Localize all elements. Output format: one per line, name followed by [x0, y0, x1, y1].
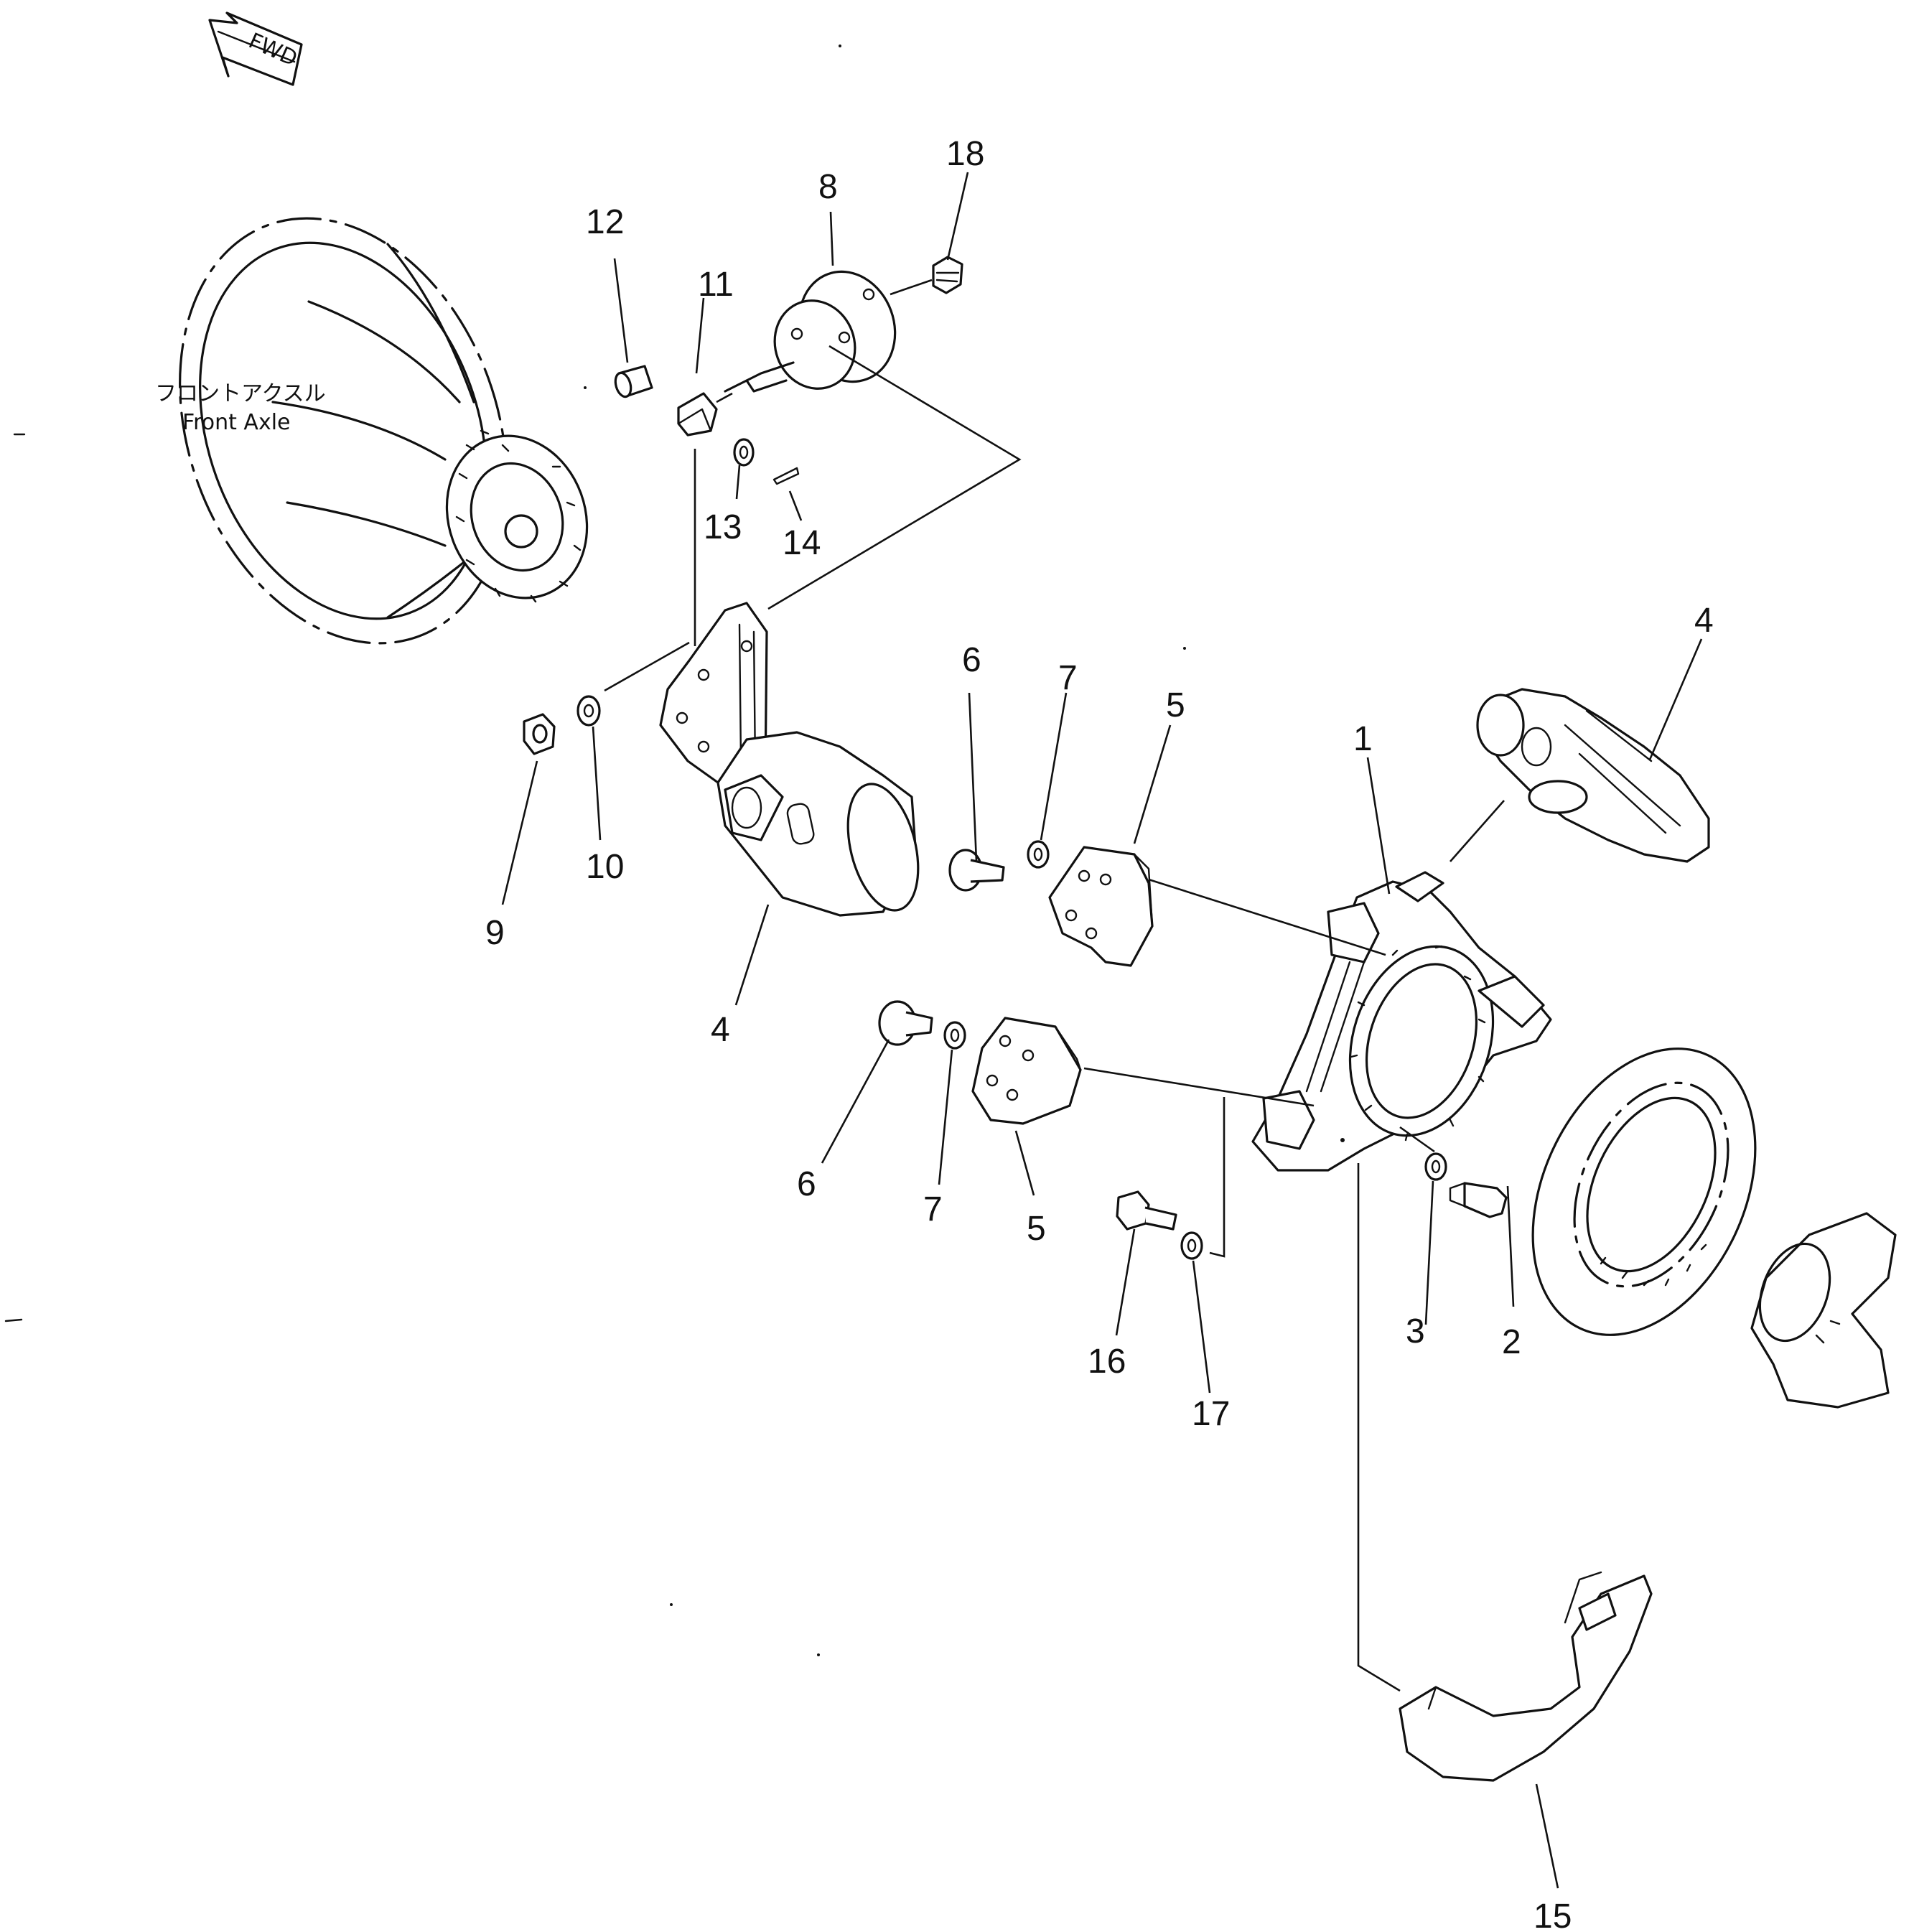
- front-axle-housing: [179, 217, 589, 645]
- washer-7-upper: [1027, 840, 1050, 869]
- brake-guard: [1399, 1571, 1653, 1782]
- pin: [614, 365, 653, 398]
- washer-7-lower: [943, 1021, 966, 1050]
- washer-13: [733, 438, 755, 467]
- callout-10: 10: [586, 848, 624, 886]
- callout-13: 13: [704, 508, 742, 546]
- callout-17: 17: [1192, 1395, 1230, 1433]
- fwd-arrow: FWD: [208, 11, 303, 86]
- caliper-mount: [1251, 871, 1552, 1172]
- callout-6-upper: 6: [962, 641, 981, 679]
- callout-12: 12: [586, 203, 624, 241]
- clevis: [677, 392, 733, 437]
- callout-5-lower: 5: [1027, 1210, 1046, 1248]
- cotter-pin: [772, 467, 800, 485]
- nut: [523, 713, 556, 755]
- assembly-lines: [694, 345, 1505, 1692]
- brake-actuator: [724, 270, 897, 393]
- callout-5-upper: 5: [1166, 686, 1185, 724]
- callout-4-upper: 4: [1694, 602, 1714, 640]
- scan-specks: [4, 45, 1345, 1656]
- callout-1: 1: [1353, 720, 1373, 758]
- wheel-hub: [1750, 1212, 1897, 1409]
- right-caliper: [1476, 688, 1710, 863]
- brake-pad-upper: [1048, 846, 1154, 967]
- mount-bolt: [1449, 1182, 1508, 1218]
- callout-16: 16: [1088, 1343, 1126, 1381]
- callout-11: 11: [698, 266, 734, 304]
- callout-leaders: [501, 172, 1703, 1889]
- washer-10: [576, 695, 601, 727]
- brake-pad-lower: [971, 1017, 1082, 1125]
- callout-14: 14: [783, 524, 821, 562]
- fwd-label: FWD: [245, 28, 301, 71]
- callout-7-lower: 7: [923, 1190, 943, 1228]
- callout-3: 3: [1406, 1312, 1425, 1350]
- callout-2: 2: [1502, 1323, 1521, 1361]
- guard-bolt: [1116, 1190, 1177, 1231]
- brake-disc: [1531, 1047, 1757, 1336]
- callout-6-lower: 6: [797, 1165, 816, 1203]
- callout-8: 8: [818, 168, 838, 206]
- front-axle-label-ja: フロントアクスル: [155, 381, 326, 406]
- callout-7-upper: 7: [1058, 659, 1078, 697]
- callout-4-lower: 4: [711, 1011, 730, 1049]
- left-caliper: [716, 731, 920, 917]
- callout-15: 15: [1533, 1898, 1572, 1932]
- pad-bolt-upper: [948, 849, 1005, 892]
- callout-9: 9: [485, 914, 505, 952]
- pad-bolt-lower: [878, 1000, 933, 1046]
- air-breather: [890, 256, 963, 296]
- front-axle-label-en: Front Axle: [182, 410, 290, 435]
- washer-17: [1180, 1231, 1203, 1260]
- washer-3: [1424, 1152, 1447, 1181]
- callout-18: 18: [946, 135, 984, 173]
